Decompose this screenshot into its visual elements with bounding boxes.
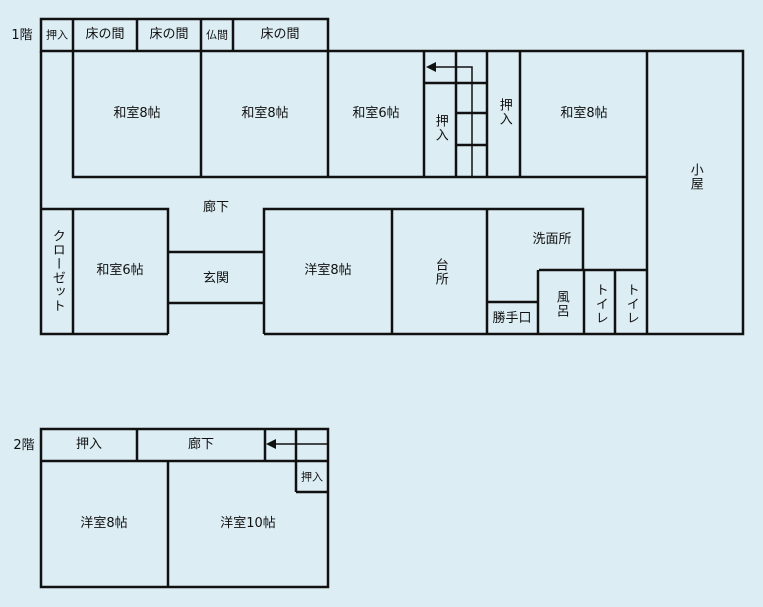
room-butsuma: 仏間 [206, 28, 228, 42]
floor2-walls [39, 427, 330, 589]
room-youshitsu-8: 洋室8帖 [304, 263, 352, 279]
room-youshitsu-10: 洋室10帖 [220, 516, 276, 532]
room-washitsu-8: 和室8帖 [113, 106, 161, 122]
room-washitsu-6: 和室6帖 [96, 263, 144, 279]
room-washitsu-8: 和室8帖 [560, 106, 608, 122]
room-oshiire: 押入 [432, 114, 448, 142]
room-oshiire: 押入 [46, 28, 68, 42]
room-genkan: 玄関 [202, 271, 230, 287]
room-closet: クローゼット [49, 229, 65, 313]
room-toilet: トイレ [623, 283, 639, 325]
floor2-label: 2階 [13, 438, 35, 454]
room-washitsu-6: 和室6帖 [352, 106, 400, 122]
room-katteguchi: 勝手口 [492, 311, 532, 327]
room-washitsu-8: 和室8帖 [241, 106, 289, 122]
room-oshiire: 押入 [496, 98, 512, 126]
room-rouka: 廊下 [202, 200, 230, 216]
room-daidokoro: 台所 [432, 258, 448, 286]
floor1-walls [39, 17, 745, 336]
room-oshiire: 押入 [301, 470, 323, 484]
room-youshitsu-8: 洋室8帖 [80, 516, 128, 532]
room-toilet: トイレ [592, 283, 608, 325]
room-tokonoma: 床の間 [149, 27, 189, 43]
room-tokonoma: 床の間 [85, 27, 125, 43]
room-oshiire: 押入 [75, 437, 103, 453]
room-senmenjo: 洗面所 [532, 232, 572, 248]
room-tokonoma: 床の間 [260, 27, 300, 43]
room-furo: 風呂 [553, 290, 569, 318]
room-koya: 小屋 [687, 163, 703, 191]
floor2-stair-arrow [266, 439, 328, 449]
floor1-label: 1階 [11, 28, 33, 44]
room-rouka: 廊下 [187, 437, 215, 453]
floor1-stair-arrow [426, 62, 473, 177]
